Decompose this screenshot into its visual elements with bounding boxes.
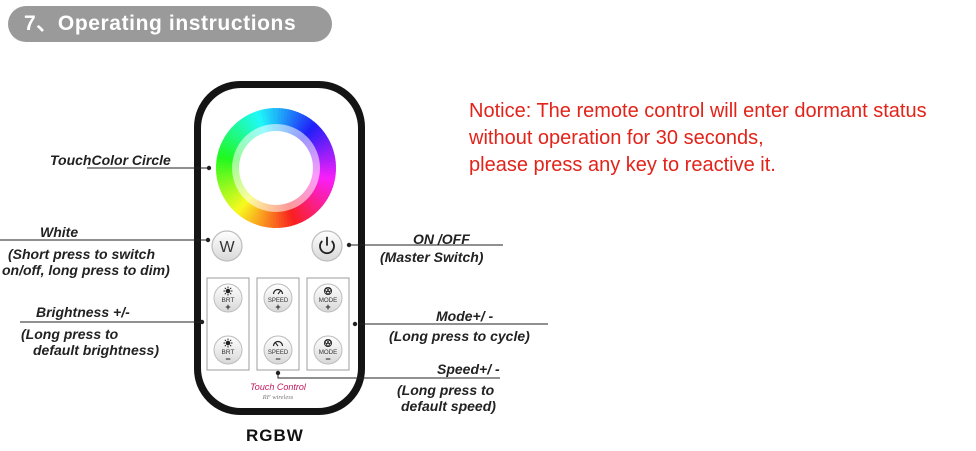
section-header: 7、Operating instructions [8, 6, 332, 42]
mode-icon [323, 286, 333, 296]
label-speed-title: Speed+/ - [437, 361, 500, 377]
plus-sign: + [325, 302, 330, 312]
brightness-minus-button[interactable]: BRT − [213, 335, 243, 365]
mode-plus-button[interactable]: MODE + [313, 283, 343, 313]
color-wheel-inner-blend [232, 124, 320, 212]
label-white-title: White [40, 224, 79, 240]
minus-sign: − [225, 354, 230, 364]
notice-line-1: Notice: The remote control will enter do… [469, 100, 927, 122]
notice-line-2: without operation for 30 seconds, [469, 127, 764, 149]
notice-line-3: please press any key to reactive it. [469, 154, 776, 176]
mode-label: MODE [319, 297, 338, 304]
plus-sign: + [275, 302, 280, 312]
label-white-desc-1: (Short press to switch [8, 246, 156, 262]
label-speed-desc-2: default speed) [401, 398, 496, 414]
white-button[interactable]: W [211, 230, 243, 262]
w-label: W [219, 239, 235, 256]
speedometer-icon [272, 288, 284, 295]
brand-rf-wireless: RF wireless [262, 394, 294, 401]
brt-label: BRT [222, 349, 235, 356]
label-onoff-desc: (Master Switch) [380, 249, 484, 265]
label-touch-color-circle: TouchColor Circle [50, 152, 171, 168]
brt-label: BRT [222, 297, 235, 304]
color-wheel-center [239, 131, 313, 205]
label-brightness-desc-1: (Long press to [21, 326, 119, 342]
speed-minus-button[interactable]: SPEED − [263, 335, 293, 365]
minus-sign: − [275, 354, 280, 364]
mode-minus-button[interactable]: MODE − [313, 335, 343, 365]
notice-text: Notice: The remote control will enter do… [469, 98, 927, 179]
mode-label: MODE [319, 349, 338, 356]
touch-color-wheel[interactable] [216, 108, 336, 228]
speed-label: SPEED [268, 298, 289, 304]
remote-model-label: RGBW [246, 426, 304, 445]
minus-sign: − [325, 354, 330, 364]
leader-lines [0, 167, 548, 379]
plus-sign: + [225, 302, 230, 312]
section-title: 7、Operating instructions [24, 12, 297, 35]
mode-icon [323, 338, 333, 348]
speed-plus-button[interactable]: SPEED + [263, 283, 293, 313]
leader-dots [199, 165, 358, 376]
label-brightness-title: Brightness +/- [36, 304, 130, 320]
speed-label: SPEED [268, 350, 289, 356]
power-button[interactable] [311, 230, 343, 262]
label-brightness-desc-2: default brightness) [33, 342, 160, 358]
brand-touch-control: Touch Control [250, 382, 307, 392]
power-icon [319, 236, 335, 255]
label-onoff-title: ON /OFF [413, 231, 470, 247]
label-white-desc-2: on/off, long press to dim) [2, 262, 170, 278]
label-speed-desc-1: (Long press to [397, 382, 495, 398]
sun-icon [223, 338, 233, 348]
sun-icon [223, 286, 233, 296]
label-mode-desc: (Long press to cycle) [389, 328, 530, 344]
label-mode-title: Mode+/ - [436, 308, 494, 324]
brightness-plus-button[interactable]: BRT + [213, 283, 243, 313]
speedometer-icon [272, 340, 284, 347]
